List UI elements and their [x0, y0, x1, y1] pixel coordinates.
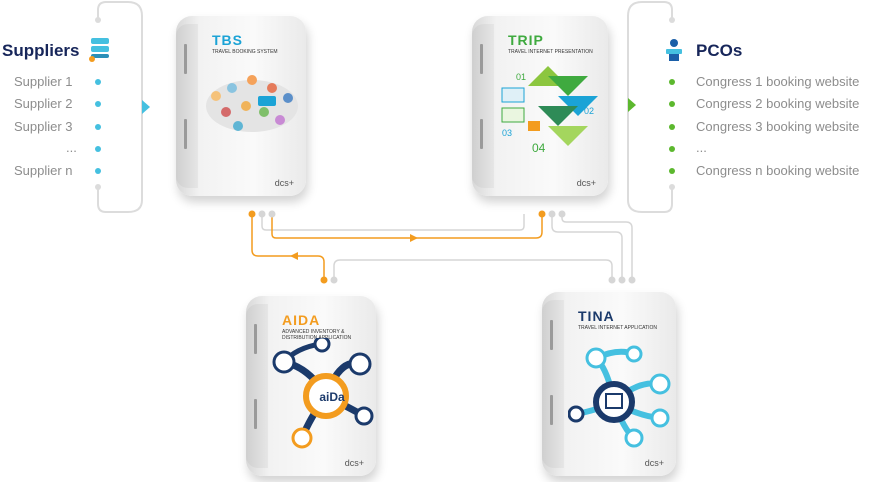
tina-network-icon	[568, 345, 671, 448]
aida-network-icon	[272, 338, 374, 449]
aida-product-box: AIDA ADVANCED INVENTORY & DISTRIBUTION A…	[246, 296, 376, 476]
tina-product-box: TINA TRAVEL INTERNET APPLICATION dcs+	[542, 292, 676, 476]
pco-dot	[669, 124, 675, 130]
connector-dot	[258, 210, 266, 218]
trip-orange-arrow-icon	[410, 234, 418, 242]
supplier-item: Supplier n	[14, 163, 73, 178]
connector-dot	[618, 276, 626, 284]
suppliers-arrow-icon	[142, 100, 150, 114]
trip-step: 02	[584, 106, 594, 116]
bracket-dot	[95, 184, 101, 190]
trip-brand: dcs+	[576, 178, 596, 188]
tina-name: TINA	[578, 308, 615, 324]
aida-logo: aiDa	[319, 390, 345, 404]
pco-item: Congress 1 booking website	[696, 74, 860, 89]
aida-orange-arrow-icon	[290, 252, 298, 260]
tbs-trip-wire	[261, 214, 525, 231]
trip-tina-wire-1	[551, 214, 623, 278]
tina-brand: dcs+	[644, 458, 664, 468]
connector-dot	[320, 276, 328, 284]
tbs-name: TBS	[212, 32, 243, 48]
connector-dot	[268, 210, 276, 218]
pco-item: Congress 2 booking website	[696, 96, 860, 111]
suppliers-title: Suppliers	[2, 41, 80, 60]
pco-item: Congress 3 booking website	[696, 119, 860, 134]
pco-dot	[669, 168, 675, 174]
pco-item: Congress n booking website	[696, 163, 860, 178]
tbs-product-box: TBS TRAVEL BOOKING SYSTEM dcs+	[176, 16, 306, 196]
tina-subtitle: TRAVEL INTERNET APPLICATION	[578, 325, 657, 331]
trip-tina-wire-2	[561, 214, 633, 278]
trip-step: 03	[502, 128, 512, 138]
pcos-arrow-icon	[628, 98, 636, 112]
supplier-item: ...	[66, 140, 77, 155]
connector-dot	[608, 276, 616, 284]
aida-tina-wire	[333, 259, 613, 278]
pco-dot	[669, 146, 675, 152]
trip-infographic-icon: 01 02 03 04	[501, 66, 598, 155]
suppliers-bracket	[97, 1, 143, 213]
bracket-dot	[95, 17, 101, 23]
world-map-people-icon	[206, 75, 298, 132]
supplier-dot	[95, 168, 101, 174]
trip-step: 04	[532, 141, 546, 155]
pco-item: ...	[696, 140, 707, 155]
server-stack-icon	[88, 37, 112, 63]
connector-dot	[548, 210, 556, 218]
connector-dot	[558, 210, 566, 218]
tbs-aida-wire	[251, 214, 325, 278]
supplier-item: Supplier 2	[14, 96, 73, 111]
trip-step: 01	[516, 72, 526, 82]
bracket-dot	[669, 184, 675, 190]
trip-subtitle: TRAVEL INTERNET PRESENTATION	[508, 49, 593, 55]
pcos-title: PCOs	[696, 41, 743, 60]
aida-name: AIDA	[282, 312, 321, 328]
trip-name: TRIP	[508, 32, 544, 48]
trip-product-box: TRIP TRAVEL INTERNET PRESENTATION 01 02 …	[472, 16, 608, 196]
supplier-item: Supplier 3	[14, 119, 73, 134]
supplier-dot	[95, 79, 101, 85]
trip-tbs-wire	[271, 214, 543, 239]
connector-dot	[330, 276, 338, 284]
connector-dot	[248, 210, 256, 218]
pcos-list: Congress 1 booking website Congress 2 bo…	[0, 0, 872, 200]
connector-dot	[538, 210, 546, 218]
connector-dot	[628, 276, 636, 284]
supplier-item: Supplier 1	[14, 74, 73, 89]
supplier-dot	[95, 124, 101, 130]
suppliers-list: Supplier 1 Supplier 2 Supplier 3 ... Sup…	[0, 0, 120, 200]
tbs-brand: dcs+	[274, 178, 294, 188]
pco-dot	[669, 101, 675, 107]
aida-brand: dcs+	[344, 458, 364, 468]
bracket-dot	[669, 17, 675, 23]
tbs-subtitle: TRAVEL BOOKING SYSTEM	[212, 49, 278, 55]
pco-dot	[669, 79, 675, 85]
supplier-dot	[95, 146, 101, 152]
supplier-dot	[95, 101, 101, 107]
podium-person-icon	[664, 38, 684, 62]
